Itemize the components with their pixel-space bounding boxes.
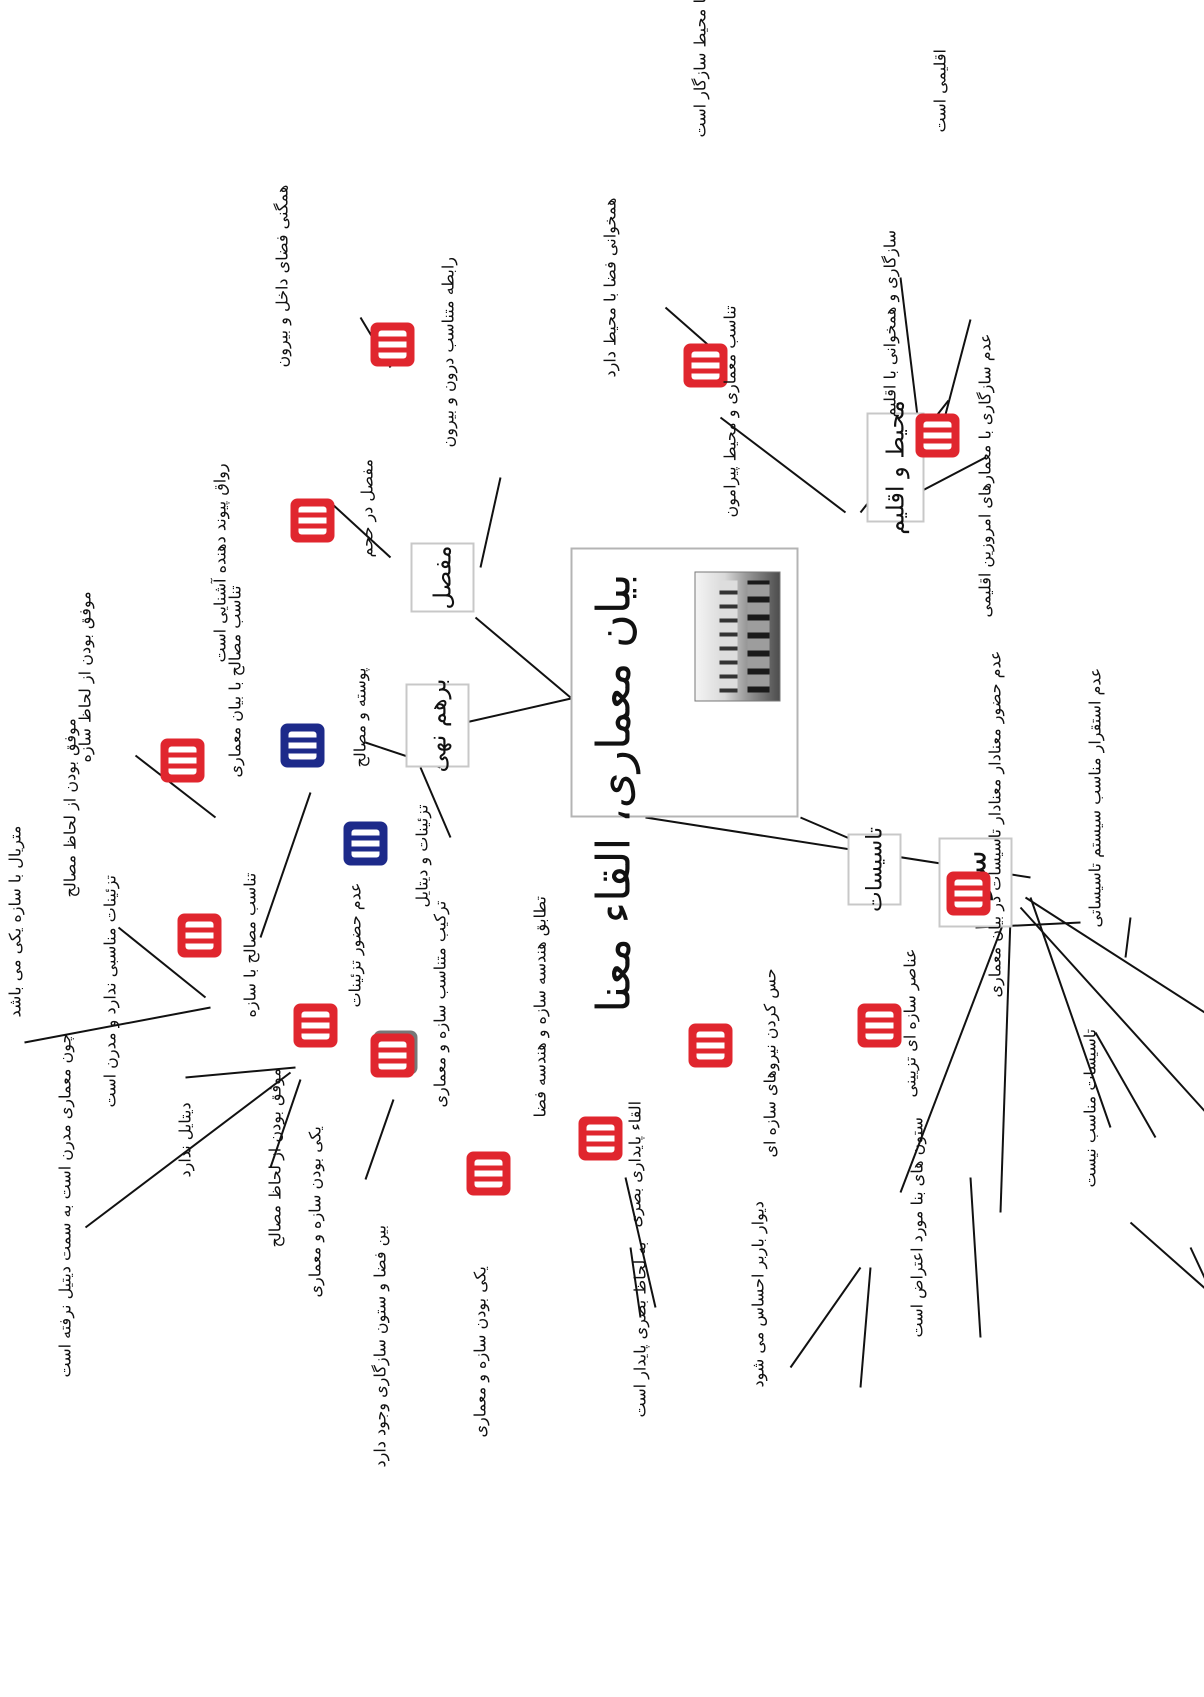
link-str-t24 <box>1029 896 1111 1128</box>
link-n-t29 <box>969 1176 981 1338</box>
link-str-t25 <box>899 916 1006 1193</box>
branch-label: محیط و اقلیم <box>881 399 909 535</box>
label: سازگاری و همخوانی با اقلیم <box>880 229 899 417</box>
label: رابطه متناسب درون و بیرون <box>438 256 457 447</box>
link-n-t23 <box>624 1176 656 1308</box>
link-n-t31 <box>1189 1246 1204 1323</box>
branch-label: برهم نهی <box>423 678 451 772</box>
branch-ornament: برهم نهی <box>405 678 469 772</box>
note-icon[interactable] <box>578 1116 622 1160</box>
link-n-t14 <box>117 926 206 998</box>
label: مفصل در حجم <box>357 458 376 557</box>
branch-label: مفصل <box>428 545 456 609</box>
link-n-t19 <box>184 1066 296 1078</box>
note-icon[interactable] <box>160 738 204 782</box>
label: اقلیمی است <box>930 48 949 132</box>
label: دیوار باربر احساس می شود <box>748 1200 767 1387</box>
label: تزئینات مناسبی ندارد و مدرن است <box>100 874 119 1107</box>
label: پوسته و مصالح <box>350 667 369 767</box>
note-icon[interactable] <box>857 1003 901 1047</box>
link-n-t26 <box>859 1266 871 1388</box>
note-icon[interactable] <box>293 1003 337 1047</box>
central-topic: بیان معماری، القاء معنا <box>570 547 798 1013</box>
label: عناصر سازه ای تزیینی <box>900 947 919 1097</box>
note-icon[interactable] <box>466 1151 510 1195</box>
label: بین فضا و ستون سازگاری وجود دارد <box>370 1224 389 1467</box>
label: تزئینات و دیتایل <box>412 803 431 907</box>
branch-joint: مفصل <box>410 542 474 612</box>
note-icon[interactable] <box>370 322 414 366</box>
link-orn-t17 <box>419 766 451 838</box>
branch-label: تاسیسات <box>861 826 887 912</box>
label: حس کردن نیروهای سازه ای <box>760 968 779 1157</box>
link-env-t5 <box>719 416 846 513</box>
note-icon[interactable] <box>915 413 959 457</box>
label: ترکیب متناسب سازه و معماری <box>430 900 449 1107</box>
link-n-t36 <box>1094 1031 1156 1138</box>
link-n-t22 <box>629 1246 641 1318</box>
note-icon-blue[interactable] <box>343 821 387 865</box>
building-photo <box>694 571 780 701</box>
link-n-t18 <box>364 1098 394 1180</box>
label: تناسب معماری و محیط پیرامون <box>720 304 739 517</box>
link-n-t11 <box>134 754 216 818</box>
note-icon[interactable] <box>946 871 990 915</box>
central-topic-title: بیان معماری، القاء معنا <box>586 573 640 1013</box>
label: با محیط سازگار است <box>690 0 709 137</box>
branch-installations: تاسیسات <box>847 827 901 911</box>
label: موفق بودن از لحاظ مصالح <box>60 717 79 897</box>
link-n-t16 <box>259 791 311 938</box>
label: عدم استقرار مناسب سیستم تاسیساتی <box>1085 667 1104 927</box>
note-icon-blue[interactable] <box>280 723 324 767</box>
link-n-t9 <box>329 501 391 558</box>
label: به لحاظ بصری پایدار است <box>630 1241 649 1417</box>
note-icon[interactable] <box>290 498 334 542</box>
label: همخوانی فضا با محیط دارد <box>600 197 619 377</box>
label: عدم حضور تزئینات <box>345 881 364 1007</box>
link-n-t15 <box>23 1006 211 1043</box>
label: عدم سازگاری با معمارهای امروزین اقلیمی <box>975 332 994 617</box>
label: دیتایل ندارد <box>175 1101 194 1177</box>
label: تطابق هندسه سازه و هندسه فضا <box>530 895 549 1118</box>
label: موفق بودن از لحاظ مصالح <box>265 1067 284 1247</box>
label: تاسیسات مناسب نیست <box>1080 1028 1099 1187</box>
label: ستون های بنا مورد اعتراض است <box>907 1116 926 1337</box>
note-icon[interactable] <box>688 1023 732 1067</box>
label: متریال با سازه یکی می باشد <box>5 825 24 1017</box>
label: تناسب مصالح با بیان معماری <box>225 584 244 777</box>
link-str-t30 <box>1019 906 1204 1118</box>
link-center-ornament <box>464 696 576 723</box>
link-str-t32 <box>1024 896 1204 1068</box>
link-joint-t8 <box>479 476 501 568</box>
note-icon[interactable] <box>370 1033 414 1077</box>
note-icon[interactable] <box>177 913 221 957</box>
label: تناسب مصالح با سازه <box>240 872 259 1017</box>
link-str-t28 <box>999 916 1011 1213</box>
link-n-t20 <box>84 1071 291 1228</box>
label: یکی بودن سازه و معماری <box>470 1265 489 1437</box>
link-n-t21 <box>269 1078 301 1168</box>
link-n-t35 <box>1124 916 1131 958</box>
label: چون معماری مدرن است به سمت دیتیل نرفته ا… <box>55 1033 74 1377</box>
label: عدم حضور معنادار معنادار تاسیسات در بیان… <box>985 650 1004 997</box>
label: القاء پایداری بصری <box>625 1100 644 1227</box>
link-center-joint <box>474 616 571 698</box>
link-n-t27 <box>789 1266 861 1368</box>
label: همگنی فضای داخل و بیرون <box>272 184 291 367</box>
label: یکی بودن سازه و معماری <box>305 1125 324 1297</box>
link-n-t33 <box>1129 1221 1204 1338</box>
